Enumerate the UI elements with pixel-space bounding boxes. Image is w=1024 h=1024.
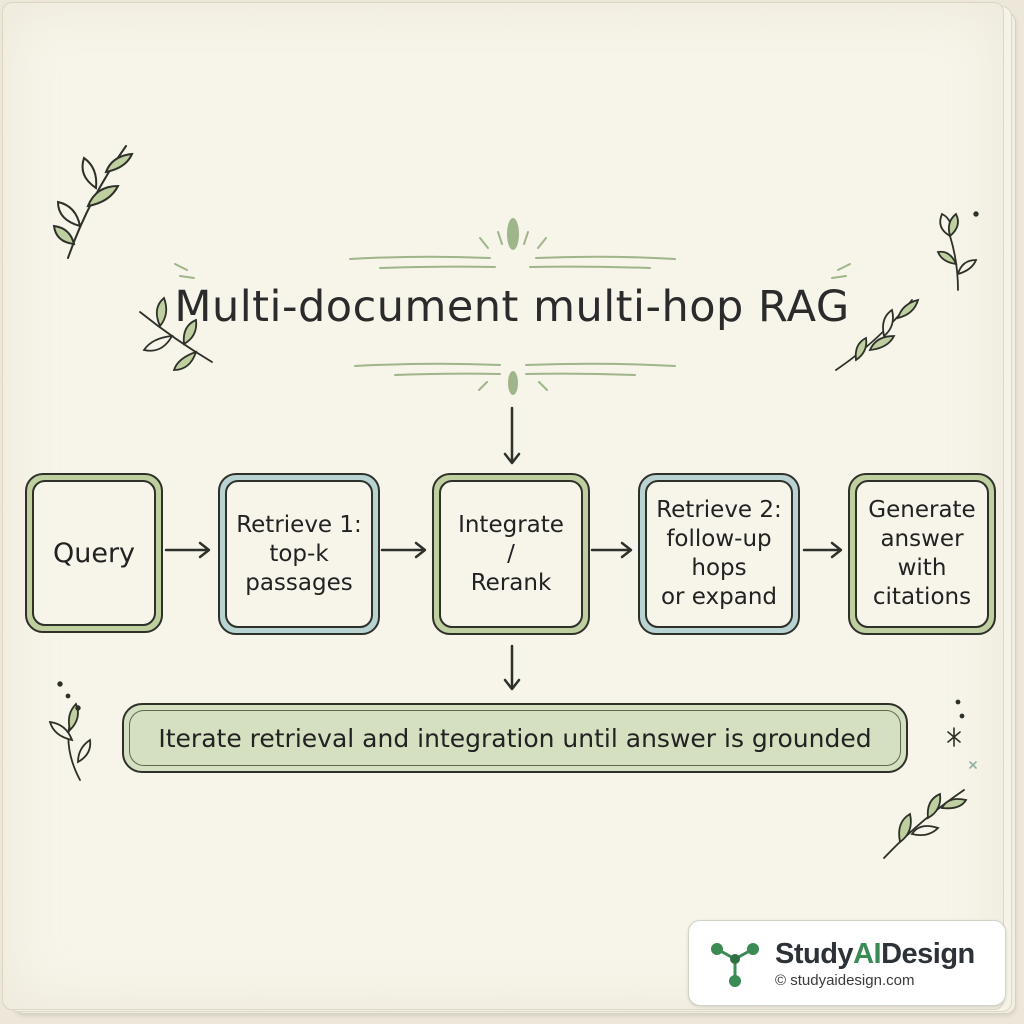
leaf-sprig-title-left-icon xyxy=(139,296,213,371)
leaf-sprig-top-left-icon xyxy=(52,145,134,259)
node-query: Query xyxy=(25,473,163,633)
network-logo-icon xyxy=(711,943,759,987)
brand-url: © studyaidesign.com xyxy=(775,972,915,989)
arrow-retrieve1-to-integrate xyxy=(380,541,427,559)
arrow-integrate-to-retrieve2 xyxy=(590,541,633,559)
node-label: Integrate / Rerank xyxy=(458,511,564,596)
node-retrieve-2: Retrieve 2: follow-up hops or expand xyxy=(638,473,800,635)
brand-name: StudyAIDesign xyxy=(775,938,975,970)
leaf-sprig-title-right-icon xyxy=(835,298,920,371)
node-retrieve-1: Retrieve 1: top-k passages xyxy=(218,473,380,635)
node-label: Retrieve 2: follow-up hops or expand xyxy=(656,497,782,610)
diagram-title: Multi-document multi-hop RAG xyxy=(174,282,850,332)
flow-arrows xyxy=(164,406,843,691)
arrow-integrate-to-banner xyxy=(503,644,521,691)
title-ornament-leaf-top xyxy=(507,218,519,250)
title-ornament-bottom xyxy=(354,362,676,391)
arrow-query-to-retrieve1 xyxy=(164,541,211,559)
node-label: Generate answer with citations xyxy=(868,497,976,610)
arrow-title-to-integrate xyxy=(503,406,521,465)
node-generate: Generate answer with citations xyxy=(848,473,996,635)
node-label: Query xyxy=(52,537,136,569)
iterate-banner-label: Iterate retrieval and integration until … xyxy=(158,723,872,753)
arrow-retrieve2-to-generate xyxy=(802,541,843,559)
brand-badge[interactable]: StudyAIDesign © studyaidesign.com xyxy=(688,920,1006,1006)
node-label: Retrieve 1: top-k passages xyxy=(236,511,362,596)
sparkle-icon xyxy=(947,699,977,769)
leaf-sprig-bottom-left-icon xyxy=(48,681,92,781)
node-integrate-rerank: Integrate / Rerank xyxy=(432,473,590,635)
title-ornament-top xyxy=(174,231,851,279)
iterate-banner: Iterate retrieval and integration until … xyxy=(122,703,908,773)
flower-bud-top-right-icon xyxy=(936,211,979,291)
title-ornament-leaf-bottom xyxy=(508,371,518,395)
leaf-sprig-bottom-right-icon xyxy=(883,789,968,859)
